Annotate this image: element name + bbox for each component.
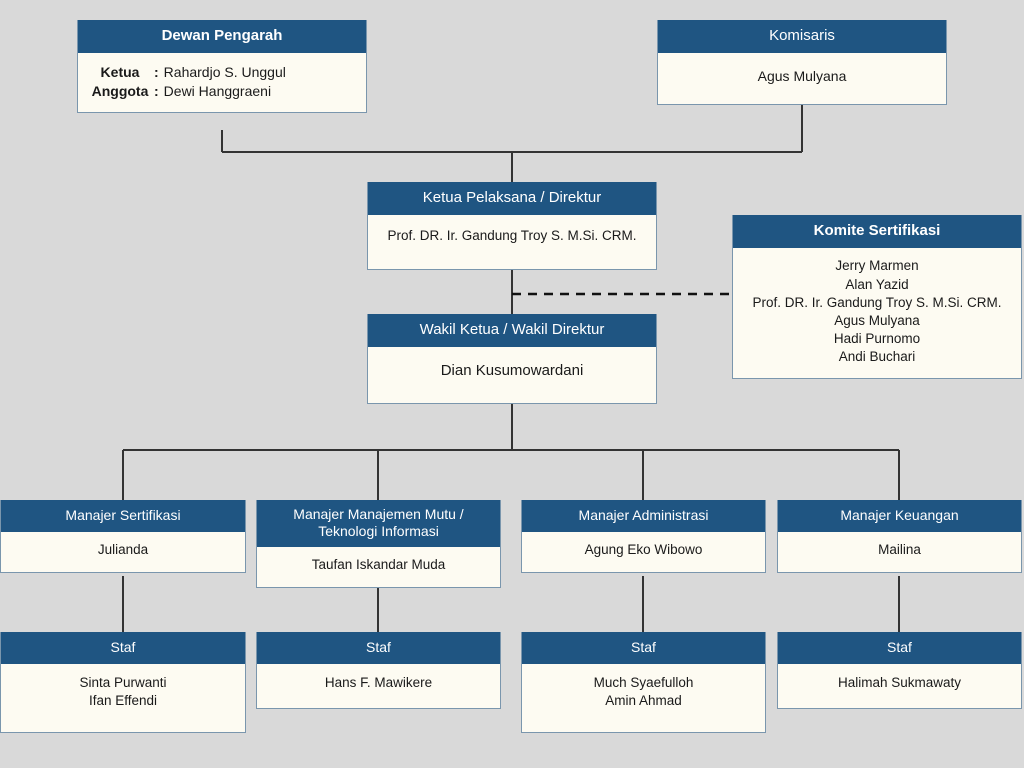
- member-name: Mailina: [878, 542, 921, 558]
- node-body: Ketua : Rahardjo S. Unggul Anggota : Dew…: [78, 53, 366, 112]
- node-body: Agung Eko Wibowo: [522, 532, 765, 572]
- detail-row: Ketua : Rahardjo S. Unggul: [86, 63, 358, 81]
- node-body: Mailina: [778, 532, 1021, 572]
- node-title: Ketua Pelaksana / Direktur: [368, 182, 656, 216]
- member-name: Ifan Effendi: [88, 692, 158, 708]
- detail-key: Ketua: [100, 64, 140, 81]
- member-name: Sinta Purwanti: [79, 675, 167, 691]
- node-title: Komisaris: [658, 20, 946, 54]
- member-name: Prof. DR. Ir. Gandung Troy S. M.Si. CRM.: [387, 228, 637, 244]
- member-name: Jerry Marmen: [835, 258, 919, 274]
- node-dewan-pengarah[interactable]: Dewan Pengarah Ketua : Rahardjo S. Unggu…: [77, 20, 367, 114]
- node-title: Manajer Administrasi: [522, 500, 765, 533]
- detail-value: Dewi Hanggraeni: [163, 82, 272, 99]
- node-komite-sertifikasi[interactable]: Komite Sertifikasi Jerry Marmen Alan Yaz…: [732, 215, 1022, 379]
- node-body: Sinta Purwanti Ifan Effendi: [1, 664, 245, 732]
- member-name: Julianda: [97, 542, 149, 558]
- member-name: Agus Mulyana: [834, 312, 920, 328]
- member-name: Taufan Iskandar Muda: [311, 557, 446, 573]
- node-wakil-ketua-wakil-direktur[interactable]: Wakil Ketua / Wakil Direktur Dian Kusumo…: [367, 314, 657, 405]
- member-name: Andi Buchari: [838, 349, 916, 365]
- member-name: Agus Mulyana: [757, 68, 847, 85]
- member-name: Agung Eko Wibowo: [584, 542, 703, 558]
- member-name: Dian Kusumowardani: [440, 362, 584, 380]
- node-title-line-1: Manajer Manajemen Mutu /: [293, 506, 464, 522]
- detail-separator: :: [154, 64, 159, 81]
- detail-separator: :: [154, 82, 159, 99]
- node-ketua-pelaksana-direktur[interactable]: Ketua Pelaksana / Direktur Prof. DR. Ir.…: [367, 182, 657, 271]
- node-manajer-keuangan[interactable]: Manajer Keuangan Mailina: [777, 500, 1022, 573]
- node-body: Much Syaefulloh Amin Ahmad: [522, 664, 765, 732]
- member-name: Amin Ahmad: [605, 692, 682, 708]
- detail-row: Anggota : Dewi Hanggraeni: [86, 82, 358, 100]
- node-staf-keuangan[interactable]: Staf Halimah Sukmawaty: [777, 632, 1022, 709]
- node-title: Manajer Manajemen Mutu / Teknologi Infor…: [257, 500, 500, 548]
- node-manajer-administrasi[interactable]: Manajer Administrasi Agung Eko Wibowo: [521, 500, 766, 573]
- node-title: Manajer Keuangan: [778, 500, 1021, 533]
- detail-value: Rahardjo S. Unggul: [163, 64, 286, 81]
- node-title: Staf: [778, 632, 1021, 665]
- node-body: Halimah Sukmawaty: [778, 664, 1021, 708]
- detail-key: Anggota: [91, 82, 149, 99]
- member-name: Hans F. Mawikere: [324, 675, 433, 691]
- member-name: Much Syaefulloh: [593, 675, 694, 691]
- node-body: Taufan Iskandar Muda: [257, 547, 500, 587]
- node-title: Komite Sertifikasi: [733, 215, 1021, 249]
- node-title: Staf: [1, 632, 245, 665]
- node-staf-administrasi[interactable]: Staf Much Syaefulloh Amin Ahmad: [521, 632, 766, 733]
- member-name: Prof. DR. Ir. Gandung Troy S. M.Si. CRM.: [752, 294, 1002, 310]
- member-name: Alan Yazid: [845, 276, 909, 292]
- node-manajer-manajemen-mutu-ti[interactable]: Manajer Manajemen Mutu / Teknologi Infor…: [256, 500, 501, 588]
- node-body: Dian Kusumowardani: [368, 347, 656, 403]
- node-body: Jerry Marmen Alan Yazid Prof. DR. Ir. Ga…: [733, 248, 1021, 377]
- node-title: Staf: [522, 632, 765, 665]
- node-staf-sertifikasi[interactable]: Staf Sinta Purwanti Ifan Effendi: [0, 632, 246, 733]
- node-title: Wakil Ketua / Wakil Direktur: [368, 314, 656, 348]
- node-title: Dewan Pengarah: [78, 20, 366, 54]
- node-body: Prof. DR. Ir. Gandung Troy S. M.Si. CRM.: [368, 215, 656, 269]
- node-title: Manajer Sertifikasi: [1, 500, 245, 533]
- member-name: Halimah Sukmawaty: [837, 675, 962, 691]
- node-title: Staf: [257, 632, 500, 665]
- member-name: Hadi Purnomo: [833, 331, 921, 347]
- node-komisaris[interactable]: Komisaris Agus Mulyana: [657, 20, 947, 105]
- node-manajer-sertifikasi[interactable]: Manajer Sertifikasi Julianda: [0, 500, 246, 573]
- node-title-line-2: Teknologi Informasi: [318, 523, 439, 540]
- node-body: Hans F. Mawikere: [257, 664, 500, 708]
- node-body: Agus Mulyana: [658, 53, 946, 103]
- node-body: Julianda: [1, 532, 245, 572]
- node-staf-mutu-ti[interactable]: Staf Hans F. Mawikere: [256, 632, 501, 709]
